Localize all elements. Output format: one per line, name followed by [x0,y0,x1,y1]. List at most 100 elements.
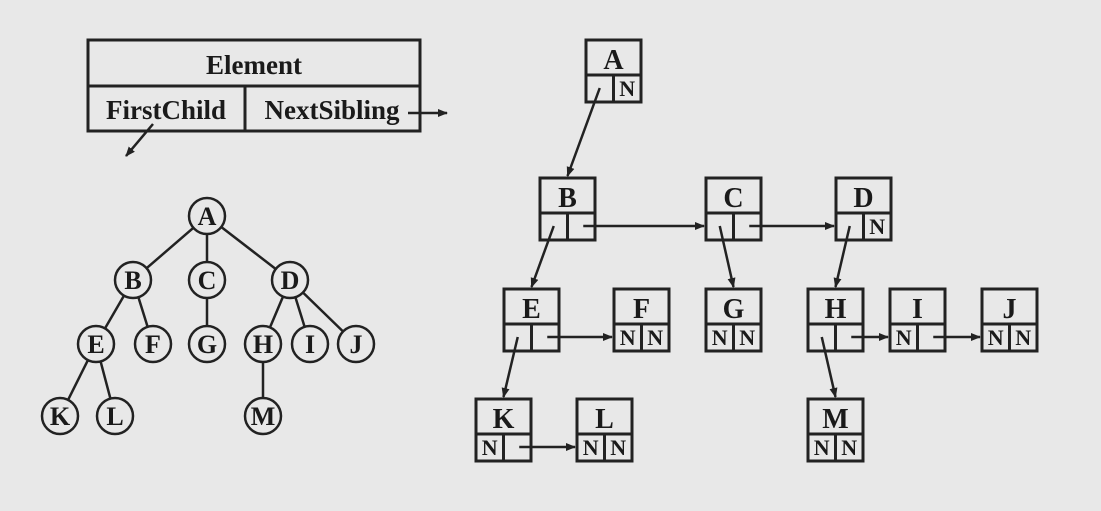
tree-node-label: E [87,330,104,359]
tree-node-f: F [133,324,173,364]
list-node-label: D [853,183,873,214]
tree-edge-a-d [220,226,277,270]
firstchild-arrow-c-g [718,225,736,288]
firstchild-arrow-h-m [820,336,838,398]
tree-node-label: B [124,266,141,295]
list-pointer-arrows [501,87,981,451]
null-nextsibling-marker: N [869,214,885,239]
list-node-c: C [704,176,763,242]
null-firstchild-marker: N [814,435,830,460]
legend-element-label: Element [206,50,302,80]
null-nextsibling-marker: N [739,325,755,350]
list-node-label: H [825,294,847,325]
tree-node-circle [187,196,227,236]
tree-node-circle [40,396,80,436]
null-firstchild-marker: N [583,435,599,460]
tree-node-circle [95,396,135,436]
list-node-h: H [806,287,865,353]
tree-node-label: F [145,330,161,359]
tree-node-d: D [270,260,310,300]
firstchild-arrow-b-e [530,225,555,288]
firstchild-arrow-e-k [501,336,519,398]
tree-node-a: A [187,196,227,236]
tree-edge-d-j [302,291,344,333]
tree-node-m: M [243,396,283,436]
tree-node-circle [113,260,153,300]
tree-node-i: I [290,324,330,364]
list-node-label: J [1003,294,1017,325]
null-nextsibling-marker: N [610,435,626,460]
list-node-a: AN [584,38,643,104]
tree-node-label: L [106,402,123,431]
list-node-label: E [522,294,541,325]
null-nextsibling-marker: N [1015,325,1031,350]
null-nextsibling-marker: N [841,435,857,460]
tree-node-g: G [187,324,227,364]
tree-node-label: I [305,330,315,359]
list-node-label: I [912,294,923,325]
tree-node-h: H [243,324,283,364]
tree-edge-a-b [145,226,195,270]
tree-node-circle [76,324,116,364]
null-firstchild-marker: N [620,325,636,350]
tree-node-k: K [40,396,80,436]
list-node-label: B [558,183,577,214]
tree-node-b: B [113,260,153,300]
list-node-label: M [822,404,848,435]
tree-node-j: J [336,324,376,364]
tree-node-circle [243,324,283,364]
list-node-b: B [538,176,597,242]
tree-node-label: A [198,202,217,231]
tree-edge-b-f [137,296,149,328]
tree-node-circle [133,324,173,364]
null-firstchild-marker: N [988,325,1004,350]
list-node-label: C [723,183,743,214]
list-node-e: E [502,287,561,353]
tree-node-label: D [281,266,300,295]
tree-edge-b-e [103,294,126,330]
tree-edge-e-l [99,361,112,399]
list-node-label: K [493,404,515,435]
tree-node-l: L [95,396,135,436]
tree-edge-d-i [294,296,306,328]
element-structure-legend: Element FirstChild NextSibling [86,38,448,157]
null-nextsibling-marker: N [619,76,635,101]
tree-node-circle [243,396,283,436]
tree-node-circle [187,260,227,300]
null-firstchild-marker: N [482,435,498,460]
list-node-label: A [603,45,624,76]
tree-edges [66,226,344,401]
legend-firstchild-arrow [125,123,154,157]
list-node-label: L [595,404,614,435]
tree-node-label: J [350,330,363,359]
list-node-k: KN [474,397,533,463]
tree-node-circle [336,324,376,364]
tree-node-label: G [197,330,217,359]
legend-firstchild-label: FirstChild [106,95,226,125]
tree-node-label: C [198,266,217,295]
tree-node-label: M [251,402,276,431]
tree-node-label: K [50,402,71,431]
list-node-i: IN [888,287,947,353]
tree-node-circle [290,324,330,364]
null-nextsibling-marker: N [647,325,663,350]
null-firstchild-marker: N [896,325,912,350]
list-node-label: G [723,294,745,325]
tree-node-c: C [187,260,227,300]
legend-nextsibling-label: NextSibling [264,95,400,125]
tree-edge-d-h [268,296,285,328]
tree-edge-e-k [66,359,90,401]
null-firstchild-marker: N [712,325,728,350]
firstchild-arrow-d-h [833,225,851,288]
tree-node-circle [270,260,310,300]
list-node-label: F [633,294,650,325]
tree-node-e: E [76,324,116,364]
